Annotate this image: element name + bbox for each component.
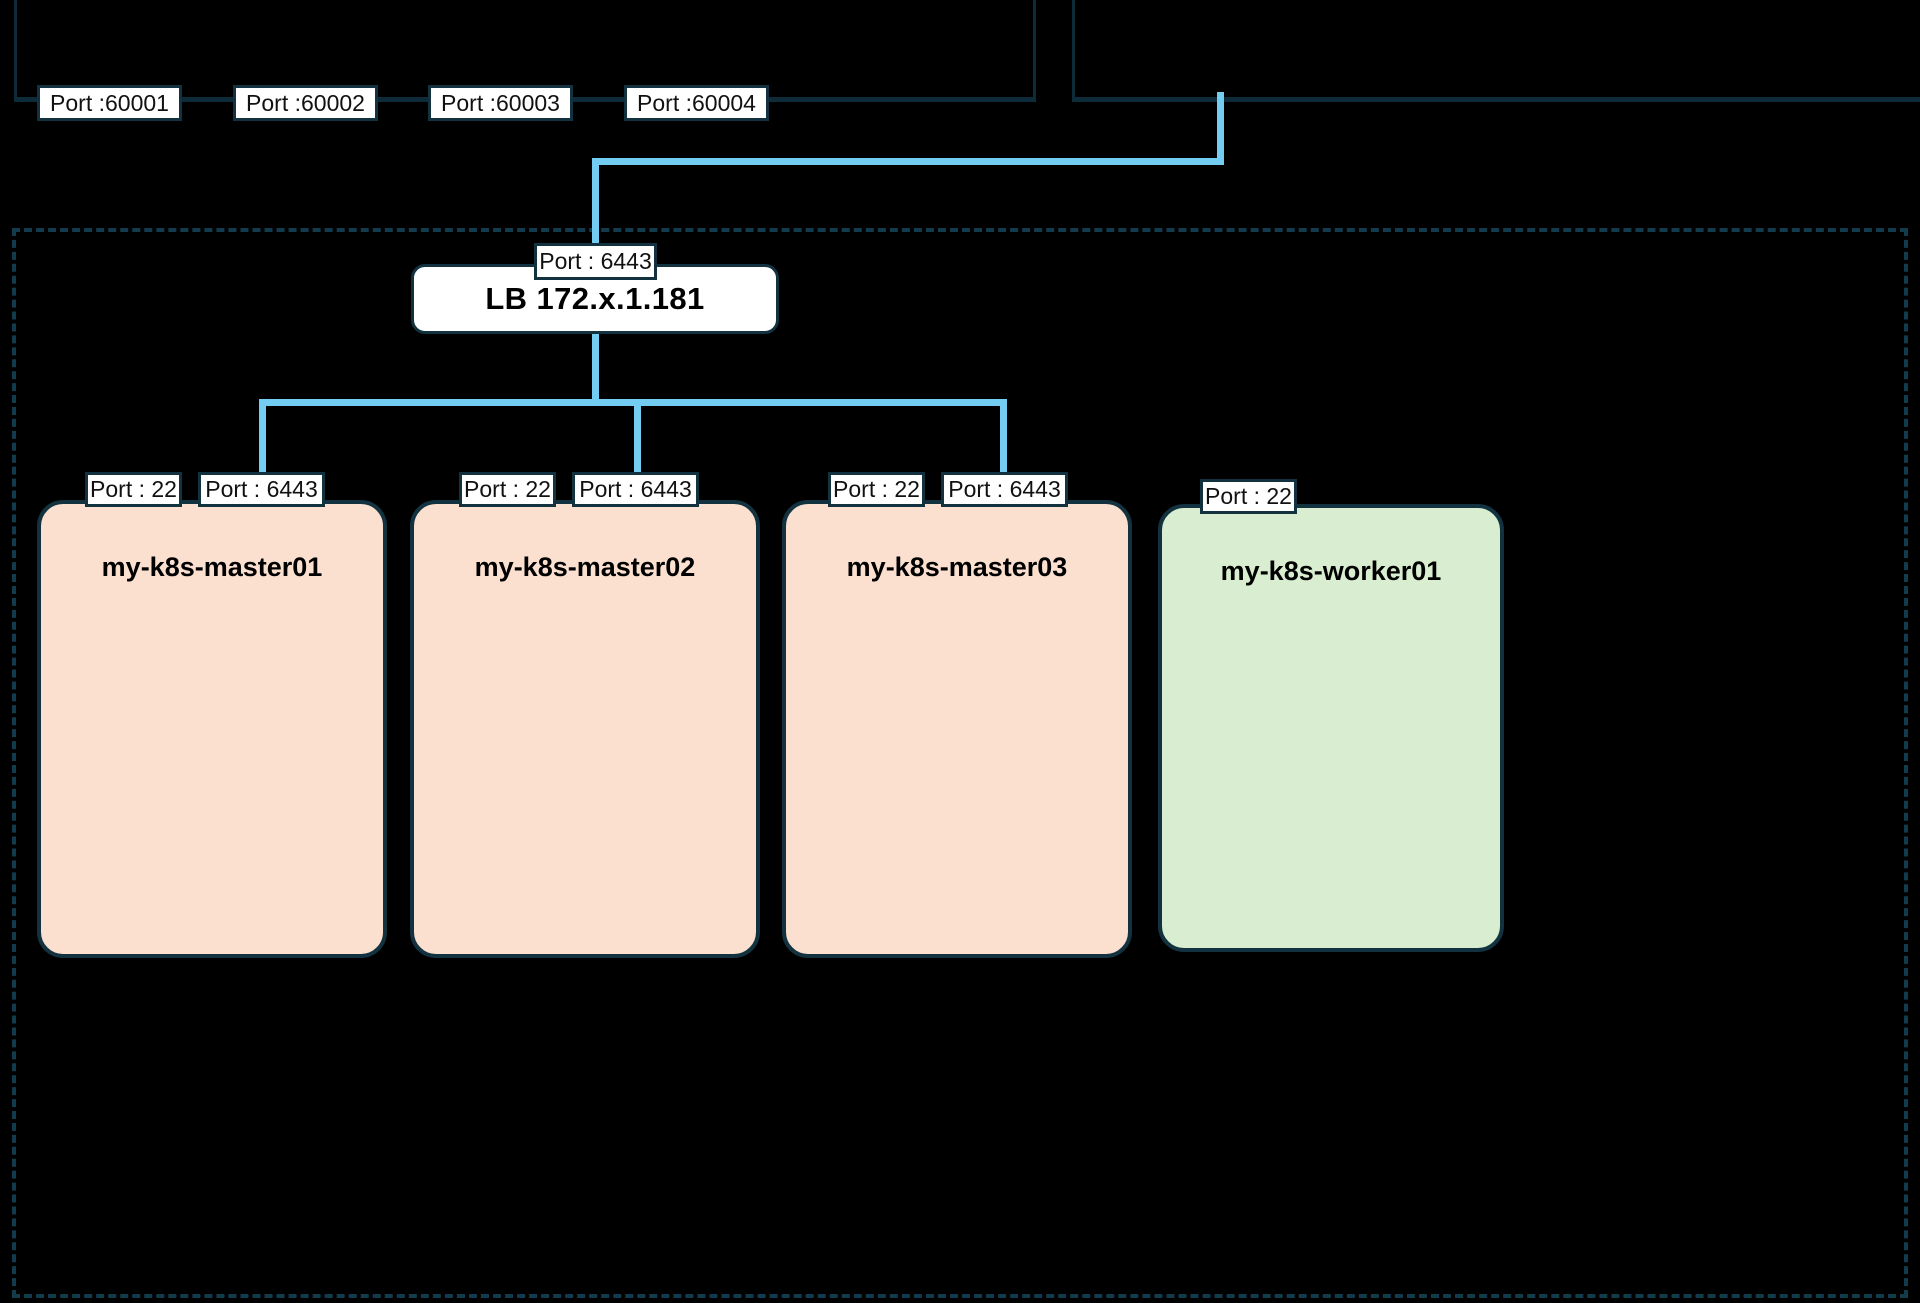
node-label: my-k8s-master01 [101, 552, 323, 582]
node-my-k8s-master03[interactable]: my-k8s-master03 [782, 500, 1132, 958]
port-chip-label: Port :60004 [637, 89, 756, 116]
node-port-chip-api-master01[interactable]: Port : 6443 [198, 472, 325, 507]
wire-right-vertical [1217, 92, 1224, 164]
node-port-label: Port : 6443 [205, 476, 318, 502]
port-chip-label: Port :60002 [246, 89, 365, 116]
wire-to-master02 [634, 399, 641, 481]
node-port-chip-api-master02[interactable]: Port : 6443 [572, 472, 699, 507]
wire-lb-feed-vertical [592, 158, 599, 268]
node-port-chip-ssh-master03[interactable]: Port : 22 [828, 472, 925, 507]
lb-port-chip[interactable]: Port : 6443 [534, 243, 657, 280]
node-port-label: Port : 22 [90, 476, 177, 502]
node-label: my-k8s-master03 [846, 552, 1068, 582]
node-port-label: Port : 22 [833, 476, 920, 502]
wire-top-horizontal [592, 158, 1224, 165]
node-my-k8s-master02[interactable]: my-k8s-master02 [410, 500, 760, 958]
port-chip-60001[interactable]: Port :60001 [37, 85, 182, 121]
load-balancer-label: LB 172.x.1.181 [485, 281, 705, 316]
node-port-chip-ssh-master02[interactable]: Port : 22 [459, 472, 556, 507]
port-chip-60003[interactable]: Port :60003 [428, 85, 573, 121]
port-chip-60002[interactable]: Port :60002 [233, 85, 378, 121]
wire-to-master03 [1000, 399, 1007, 479]
cluster-boundary [12, 228, 1908, 1298]
node-my-k8s-worker01[interactable]: my-k8s-worker01 [1158, 504, 1504, 952]
node-my-k8s-master01[interactable]: my-k8s-master01 [37, 500, 387, 958]
lb-port-label: Port : 6443 [539, 248, 652, 274]
port-chip-label: Port :60003 [441, 89, 560, 116]
node-port-label: Port : 6443 [579, 476, 692, 502]
wire-lb-down [592, 330, 599, 402]
top-right-container [1072, 0, 1920, 100]
wire-to-master01 [259, 399, 266, 479]
node-port-chip-api-master03[interactable]: Port : 6443 [941, 472, 1068, 507]
node-port-chip-ssh-master01[interactable]: Port : 22 [85, 472, 182, 507]
node-label: my-k8s-worker01 [1220, 556, 1442, 586]
port-chip-label: Port :60001 [50, 89, 169, 116]
top-right-connector-segment [1072, 98, 1920, 102]
port-chip-60004[interactable]: Port :60004 [624, 85, 769, 121]
node-port-label: Port : 22 [464, 476, 551, 502]
wire-master-bus [259, 399, 1007, 406]
node-label: my-k8s-master02 [474, 552, 696, 582]
node-port-label: Port : 6443 [948, 476, 1061, 502]
node-port-label: Port : 22 [1205, 483, 1292, 509]
node-port-chip-ssh-worker01[interactable]: Port : 22 [1200, 479, 1297, 514]
